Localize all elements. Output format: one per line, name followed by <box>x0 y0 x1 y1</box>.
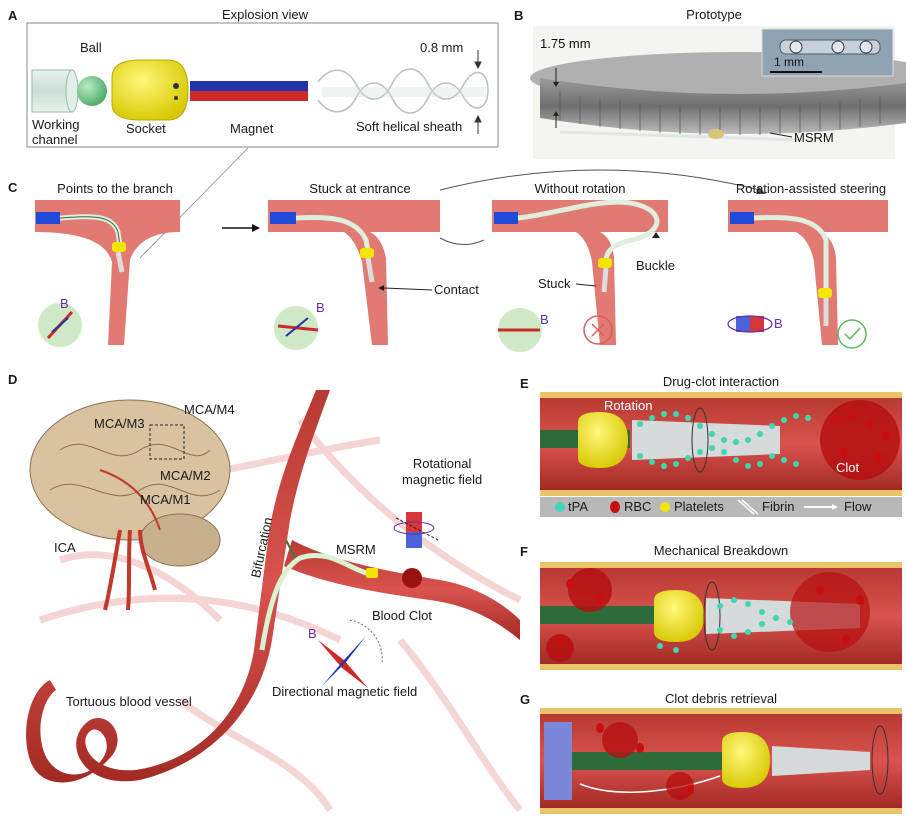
rotational-field-cube <box>393 512 439 548</box>
field-b-label-4: B <box>774 316 783 331</box>
working-channel-label: Working channel <box>32 117 79 147</box>
step-1-title: Points to the branch <box>57 181 173 196</box>
contact-label: Contact <box>434 282 479 297</box>
step-3-title: Without rotation <box>534 181 626 196</box>
field-b-label-2: B <box>316 300 325 315</box>
panel-a-title: Explosion view <box>222 7 308 22</box>
diameter-label: 0.8 mm <box>420 40 464 55</box>
panel-f-vessel <box>540 562 902 670</box>
prototype-photo <box>530 26 906 159</box>
working-channel-label-line1: Working <box>32 117 80 132</box>
rotational-field-label: Rotational magnetic field <box>402 456 482 488</box>
step-1-num: (i) <box>38 238 49 252</box>
legend-fibrin: Fibrin <box>762 499 795 514</box>
tortuous-vessel-label: Tortuous blood vessel <box>66 694 192 709</box>
clot-label-e: Clot <box>836 460 860 475</box>
buckle-label: Buckle <box>636 258 676 273</box>
directional-field-label: Directional magnetic field <box>272 684 418 699</box>
stuck-label: Stuck <box>538 276 571 291</box>
working-channel-label-line2: channel <box>32 132 78 147</box>
socket-shape <box>111 59 189 121</box>
rbc-particles <box>556 411 890 795</box>
legend-rbc: RBC <box>624 499 652 514</box>
panel-letter-c: C <box>8 180 18 195</box>
msrm-label-d: MSRM <box>336 542 376 557</box>
panel-b-title: Prototype <box>686 7 742 22</box>
panel-c-frame-2 <box>268 200 440 350</box>
panel-letter-b: B <box>514 8 524 23</box>
mca-m1-label: MCA/M1 <box>140 492 191 507</box>
panel-g-vessel <box>540 708 902 814</box>
legend-tpa: tPA <box>568 499 588 514</box>
panel-c-frame-3 <box>492 199 668 352</box>
magnet-label: Magnet <box>230 121 274 136</box>
magnet-shape <box>190 81 308 101</box>
panel-c-frame-4 <box>727 200 888 349</box>
coin-thickness-label: 1.75 mm <box>540 36 591 51</box>
step-3-num: (iii) <box>496 238 512 252</box>
ball-shape <box>77 76 107 106</box>
blood-clot-label: Blood Clot <box>372 608 432 623</box>
arc-arrow-c2-c4 <box>439 169 761 191</box>
ball-label: Ball <box>80 40 102 55</box>
step-4-title: Rotation-assisted steering <box>735 181 887 196</box>
scale-bar-label: 1 mm <box>774 55 804 69</box>
mca-m2-label: MCA/M2 <box>160 468 211 483</box>
panel-c-frame-1 <box>35 200 180 347</box>
legend-flow: Flow <box>844 499 872 514</box>
main-vessel <box>26 390 520 783</box>
panel-letter-a: A <box>8 8 18 23</box>
panel-letter-f: F <box>520 544 528 559</box>
socket-label: Socket <box>126 121 166 136</box>
directional-field-star <box>318 619 383 688</box>
directional-b-label: B <box>308 626 317 641</box>
step-2-title: Stuck at entrance <box>309 181 411 196</box>
ica-label: ICA <box>54 540 76 555</box>
step-4-num: (iv) <box>732 238 749 252</box>
brain-illustration <box>29 399 231 611</box>
sheath-label: Soft helical sheath <box>356 119 463 134</box>
rotational-field-label-line1: Rotational <box>412 456 472 471</box>
mca-m3-label: MCA/M3 <box>94 416 145 431</box>
panel-e-legend-bar <box>540 497 902 517</box>
panel-f-title: Mechanical Breakdown <box>653 543 789 558</box>
tpa-particles <box>637 411 811 653</box>
panel-letter-d: D <box>8 372 18 387</box>
panel-g-title: Clot debris retrieval <box>665 691 777 706</box>
legend-platelets: Platelets <box>674 499 724 514</box>
panel-letter-g: G <box>520 692 531 707</box>
field-b-label-1: B <box>60 296 69 311</box>
field-b-label-3: B <box>540 312 549 327</box>
rotational-field-label-line2: magnetic field <box>402 472 483 487</box>
panel-e-vessel <box>540 392 902 496</box>
dim-arrows-a <box>474 50 482 134</box>
zoom-connector <box>139 147 249 259</box>
mca-m4-label: MCA/M4 <box>184 402 235 417</box>
panel-letter-e: E <box>520 376 529 391</box>
soft-helical-sheath-shape <box>317 68 489 114</box>
rotation-label: Rotation <box>604 398 653 413</box>
msrm-label-b: MSRM <box>794 130 834 145</box>
working-channel-shape <box>31 69 79 113</box>
step-2-num: (ii) <box>272 238 286 252</box>
panel-e-title: Drug-clot interaction <box>662 374 780 389</box>
